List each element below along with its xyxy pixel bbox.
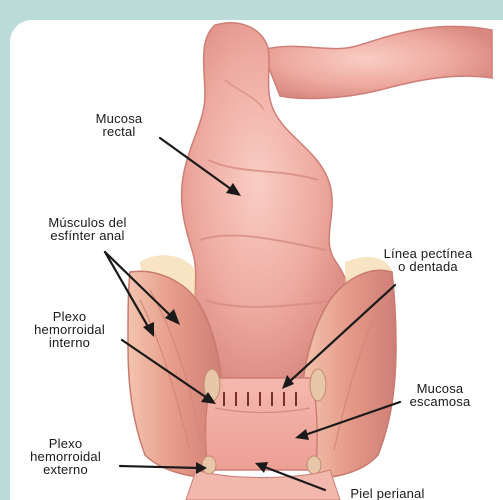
- label-piel-perianal: Piel perianal: [330, 487, 445, 500]
- label-mucosa-rectal: Mucosa rectal: [80, 112, 158, 138]
- sigmoid-colon: [262, 26, 492, 98]
- anal-canal: [205, 378, 317, 470]
- label-musculos-esfinter: Músculos del esfínter anal: [25, 216, 150, 242]
- label-plexo-externo: Plexo hemorroidal externo: [18, 437, 113, 476]
- label-plexo-interno: Plexo hemorroidal interno: [22, 310, 117, 349]
- external-plexus: [307, 456, 321, 474]
- internal-plexus: [310, 369, 326, 401]
- label-mucosa-escamosa: Mucosa escamosa: [395, 382, 485, 408]
- perianal-skin: [186, 470, 340, 500]
- label-linea-pectinea: Línea pectínea o dentada: [364, 247, 492, 273]
- external-plexus: [202, 456, 216, 474]
